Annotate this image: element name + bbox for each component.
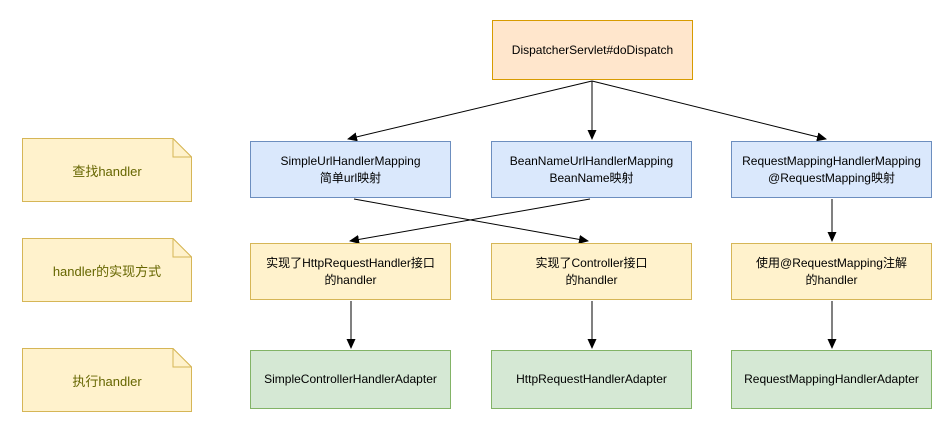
- node-label-line2: BeanName映射: [549, 170, 634, 185]
- note-execute-handler: 执行handler: [22, 348, 192, 412]
- node-request-mapping-handler-mapping: RequestMappingHandlerMapping @RequestMap…: [731, 141, 932, 198]
- node-label-line1: 使用@RequestMapping注解: [756, 256, 907, 271]
- node-request-mapping-annotation-type: 使用@RequestMapping注解 的handler: [731, 243, 932, 300]
- node-label-line1: SimpleUrlHandlerMapping: [280, 154, 421, 169]
- node-bean-name-url-handler-mapping: BeanNameUrlHandlerMapping BeanName映射: [491, 141, 692, 198]
- node-label-line2: 的handler: [565, 272, 618, 287]
- node-http-request-handler-adapter: HttpRequestHandlerAdapter: [491, 350, 692, 409]
- node-label-line1: RequestMappingHandlerMapping: [742, 154, 921, 169]
- node-http-request-handler-type: 实现了HttpRequestHandler接口 的handler: [250, 243, 451, 300]
- edge-mapping2-to-type1: [349, 198, 591, 244]
- node-simple-controller-handler-adapter: SimpleControllerHandlerAdapter: [250, 350, 451, 409]
- note-shape-icon: [22, 238, 192, 302]
- edge-root-to-mapping3: [591, 80, 827, 142]
- node-label: SimpleControllerHandlerAdapter: [264, 372, 437, 387]
- node-label-line1: 实现了HttpRequestHandler接口: [266, 256, 435, 271]
- node-label: HttpRequestHandlerAdapter: [516, 372, 667, 387]
- node-request-mapping-handler-adapter: RequestMappingHandlerAdapter: [731, 350, 932, 409]
- edge-root-to-mapping1: [347, 80, 593, 142]
- node-label-line2: 的handler: [324, 272, 377, 287]
- node-label-line2: @RequestMapping映射: [768, 170, 895, 185]
- node-label-line2: 简单url映射: [319, 170, 382, 185]
- node-label-line1: 实现了Controller接口: [535, 256, 648, 271]
- node-dispatcher-servlet: DispatcherServlet#doDispatch: [492, 20, 693, 80]
- note-find-handler: 查找handler: [22, 138, 192, 202]
- node-label: RequestMappingHandlerAdapter: [744, 372, 919, 387]
- note-label: handler的实现方式: [52, 263, 162, 279]
- note-shape-icon: [22, 348, 192, 412]
- node-simple-url-handler-mapping: SimpleUrlHandlerMapping 简单url映射: [250, 141, 451, 198]
- note-label: 执行handler: [72, 373, 142, 389]
- note-shape-icon: [22, 138, 192, 202]
- node-label: DispatcherServlet#doDispatch: [511, 42, 674, 57]
- node-controller-interface-type: 实现了Controller接口 的handler: [491, 243, 692, 300]
- note-handler-implementation: handler的实现方式: [22, 238, 192, 302]
- node-label-line2: 的handler: [805, 272, 858, 287]
- note-label: 查找handler: [72, 163, 142, 179]
- node-label-line1: BeanNameUrlHandlerMapping: [509, 154, 674, 169]
